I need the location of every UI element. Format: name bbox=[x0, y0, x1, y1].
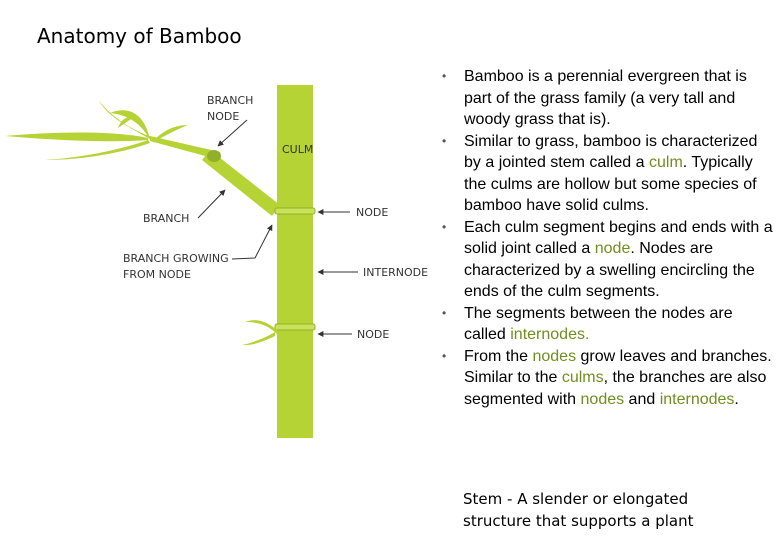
bullet-item: • Bamboo is a perennial evergreen that is… bbox=[440, 66, 775, 131]
bullet-text: . bbox=[734, 390, 739, 408]
label-node-lower: NODE bbox=[357, 328, 389, 341]
bullet-item: • Each culm segment begins and ends with … bbox=[440, 217, 775, 303]
label-branch-node-2: NODE bbox=[207, 110, 239, 123]
bullet-text: The segments between the nodes are calle… bbox=[464, 304, 733, 344]
bullet-text: and bbox=[624, 390, 660, 408]
label-node-upper: NODE bbox=[356, 206, 388, 219]
bamboo-diagram: BRANCH NODE CULM BRANCH NODE BRANCH GROW… bbox=[5, 85, 428, 438]
label-branch-growing-2: FROM NODE bbox=[123, 268, 191, 281]
leader-arrows bbox=[197, 119, 358, 337]
slide-title: Anatomy of Bamboo bbox=[37, 24, 242, 48]
culm bbox=[274, 85, 316, 438]
bullet-text: Similar to grass, bamboo is characterize… bbox=[464, 132, 758, 172]
small-branch bbox=[242, 320, 277, 346]
highlight-term: nodes bbox=[532, 347, 577, 365]
highlight-term: culm bbox=[649, 154, 683, 171]
bullet-text: grow leaves and branches. Similar to the bbox=[464, 347, 772, 387]
bullet-dot: • bbox=[442, 348, 447, 363]
bullet-text: . Typically the culms are hollow but som… bbox=[464, 154, 757, 214]
label-internode: INTERNODE bbox=[363, 266, 428, 279]
stem-definition: Stem - A slender or elongated structure … bbox=[463, 490, 694, 530]
bullet-list: • Bamboo is a perennial evergreen that is… bbox=[440, 66, 775, 410]
bullet-dot: • bbox=[442, 219, 447, 234]
bullet-item: • The segments between the nodes are call… bbox=[440, 303, 775, 346]
bullet-item: • From the nodes grow leaves and branches… bbox=[440, 346, 775, 411]
highlight-term: internodes. bbox=[510, 326, 590, 343]
highlight-term: nodes bbox=[580, 390, 625, 408]
highlight-term: node bbox=[594, 240, 631, 257]
highlight-term: internodes bbox=[659, 390, 735, 408]
bullet-text: . Nodes are characterized by a swelling … bbox=[464, 240, 755, 300]
label-branch: BRANCH bbox=[143, 212, 189, 225]
leaves bbox=[5, 100, 188, 160]
bullet-dot: • bbox=[442, 133, 447, 148]
bullet-dot: • bbox=[442, 305, 447, 320]
label-branch-node-1: BRANCH bbox=[207, 94, 253, 107]
bullet-text: From the bbox=[464, 347, 533, 365]
bullet-text: Each culm segment begins and ends with a… bbox=[464, 218, 773, 258]
bullet-item: • Similar to grass, bamboo is characteriz… bbox=[440, 131, 775, 217]
highlight-term: culms bbox=[561, 369, 604, 386]
label-branch-growing-1: BRANCH GROWING bbox=[123, 252, 229, 265]
bullet-text: Bamboo is a perennial evergreen that is … bbox=[464, 68, 747, 128]
bullet-dot: • bbox=[442, 69, 447, 83]
label-culm: CULM bbox=[282, 143, 313, 156]
branch bbox=[150, 136, 280, 216]
bullet-text: , the branches are also segmented with bbox=[464, 369, 767, 408]
